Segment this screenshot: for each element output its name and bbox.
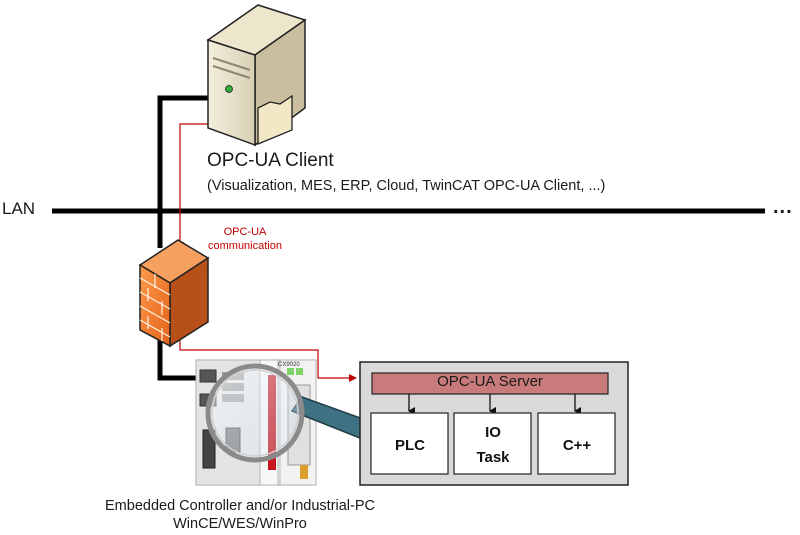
cpp-module-box — [537, 412, 616, 475]
firewall-icon — [138, 239, 210, 348]
opcua-comm-label-line2: communication — [208, 240, 282, 252]
io-task-module-box — [453, 412, 532, 475]
device-caption-line2: WinCE/WES/WinPro — [173, 516, 307, 532]
client-subtitle: (Visualization, MES, ERP, Cloud, TwinCAT… — [207, 178, 606, 194]
client-cable — [157, 95, 212, 248]
plc-module-label: PLC — [395, 437, 425, 454]
server-tower-icon — [206, 4, 307, 147]
opcua-server-label: OPC-UA Server — [437, 373, 543, 390]
client-title: OPC-UA Client — [207, 150, 334, 171]
cpp-module-label: C++ — [562, 437, 592, 454]
lan-continuation: ... — [773, 196, 793, 218]
opcua-comm-label-line1: OPC-UA — [223, 226, 267, 238]
io-module-label-line2: Task — [476, 449, 510, 466]
io-module-label-line1: IO — [485, 424, 501, 441]
plc-module-box — [370, 412, 449, 475]
controller-model-text: CX9020 — [278, 362, 300, 368]
lan-label: LAN — [2, 199, 36, 218]
device-caption-line1: Embedded Controller and/or Industrial-PC — [105, 498, 375, 514]
